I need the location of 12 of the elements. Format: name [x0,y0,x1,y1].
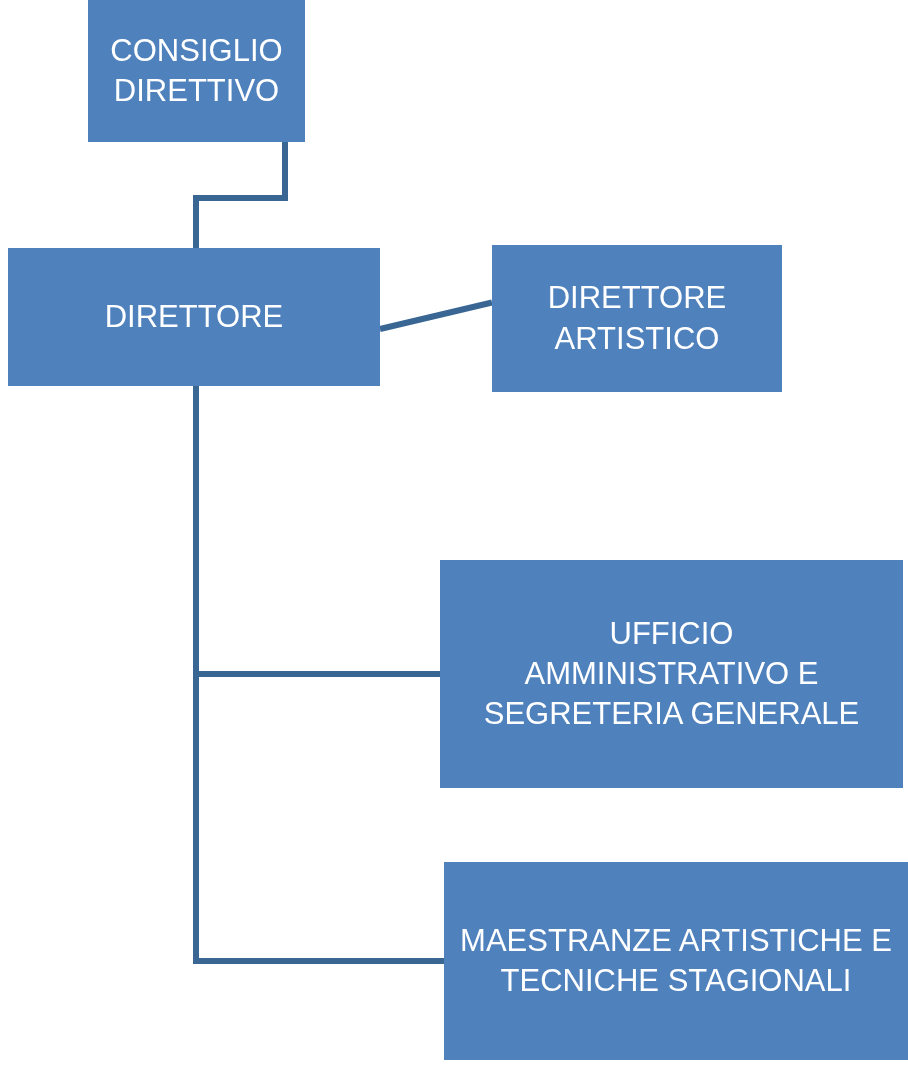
box-label: UFFICIO AMMINISTRATIVO E SEGRETERIA GENERALE [482,614,861,734]
box-label: CONSIGLIO DIRETTIVO [109,31,284,110]
org-box [8,248,380,386]
connector-line [379,299,493,332]
org-box [492,245,782,392]
box-label: DIRETTORE [104,297,284,336]
org-box [444,862,908,1060]
org-box [440,560,903,788]
box-label: DIRETTORE ARTISTICO [546,279,728,358]
org-box [88,0,305,142]
box-label: MAESTRANZE ARTISTICHE E TECNICHE STAGIONALI [459,921,893,1000]
connector-line [193,142,288,248]
